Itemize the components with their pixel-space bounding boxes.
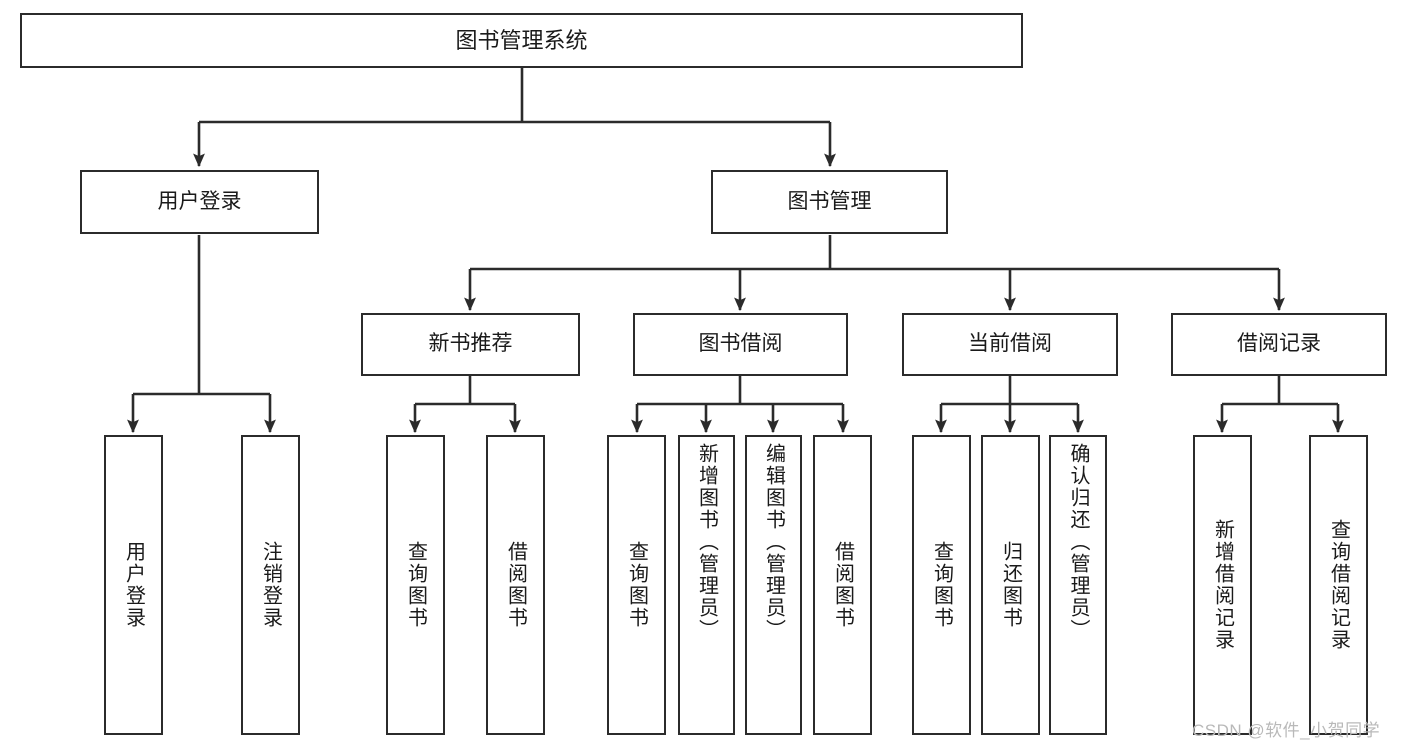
node-label: 查询借阅记录 (1327, 519, 1350, 651)
node-label: 当前借阅 (968, 332, 1052, 356)
leaf-user-login[interactable]: 用户登录 (104, 435, 163, 735)
node-label: 查询图书 (404, 541, 427, 629)
leaf-query-book-3[interactable]: 查询图书 (912, 435, 971, 735)
node-label: 用户登录 (157, 189, 242, 213)
node-label: 归还图书 (999, 541, 1022, 629)
node-label: 确认归还（管理员） (1067, 443, 1089, 641)
node-label: 借阅图书 (504, 541, 527, 629)
leaf-add-record[interactable]: 新增借阅记录 (1193, 435, 1252, 735)
node-label: 图书管理系统 (455, 27, 588, 53)
node-label: 借阅记录 (1237, 332, 1321, 356)
node-label: 图书借阅 (698, 332, 783, 356)
leaf-add-book[interactable]: 新增图书（管理员） (678, 435, 735, 735)
node-label: 新增借阅记录 (1211, 519, 1234, 651)
leaf-query-book-2[interactable]: 查询图书 (607, 435, 666, 735)
node-user-login[interactable]: 用户登录 (80, 170, 319, 234)
leaf-query-book-1[interactable]: 查询图书 (386, 435, 445, 735)
leaf-edit-book[interactable]: 编辑图书（管理员） (745, 435, 802, 735)
node-label: 用户登录 (122, 541, 145, 629)
leaf-confirm-return[interactable]: 确认归还（管理员） (1049, 435, 1107, 735)
node-new-book-rec[interactable]: 新书推荐 (361, 313, 580, 376)
node-current-borrow[interactable]: 当前借阅 (902, 313, 1118, 376)
node-label: 图书管理 (787, 189, 872, 213)
node-label: 编辑图书（管理员） (762, 443, 785, 641)
node-root-system[interactable]: 图书管理系统 (20, 13, 1023, 68)
node-label: 查询图书 (625, 541, 648, 629)
node-label: 新书推荐 (428, 332, 513, 356)
leaf-borrow-book-1[interactable]: 借阅图书 (486, 435, 545, 735)
leaf-query-record[interactable]: 查询借阅记录 (1309, 435, 1368, 735)
node-label: 查询图书 (930, 541, 953, 629)
leaf-return-book[interactable]: 归还图书 (981, 435, 1040, 735)
watermark: CSDN @软件_小贺同学 (1192, 721, 1381, 740)
node-book-manage[interactable]: 图书管理 (711, 170, 948, 234)
leaf-borrow-book-2[interactable]: 借阅图书 (813, 435, 872, 735)
node-label: 新增图书（管理员） (695, 443, 718, 641)
node-label: 注销登录 (259, 541, 282, 629)
leaf-user-logout[interactable]: 注销登录 (241, 435, 300, 735)
node-book-borrow[interactable]: 图书借阅 (633, 313, 848, 376)
node-borrow-record[interactable]: 借阅记录 (1171, 313, 1387, 376)
node-label: 借阅图书 (831, 541, 854, 629)
